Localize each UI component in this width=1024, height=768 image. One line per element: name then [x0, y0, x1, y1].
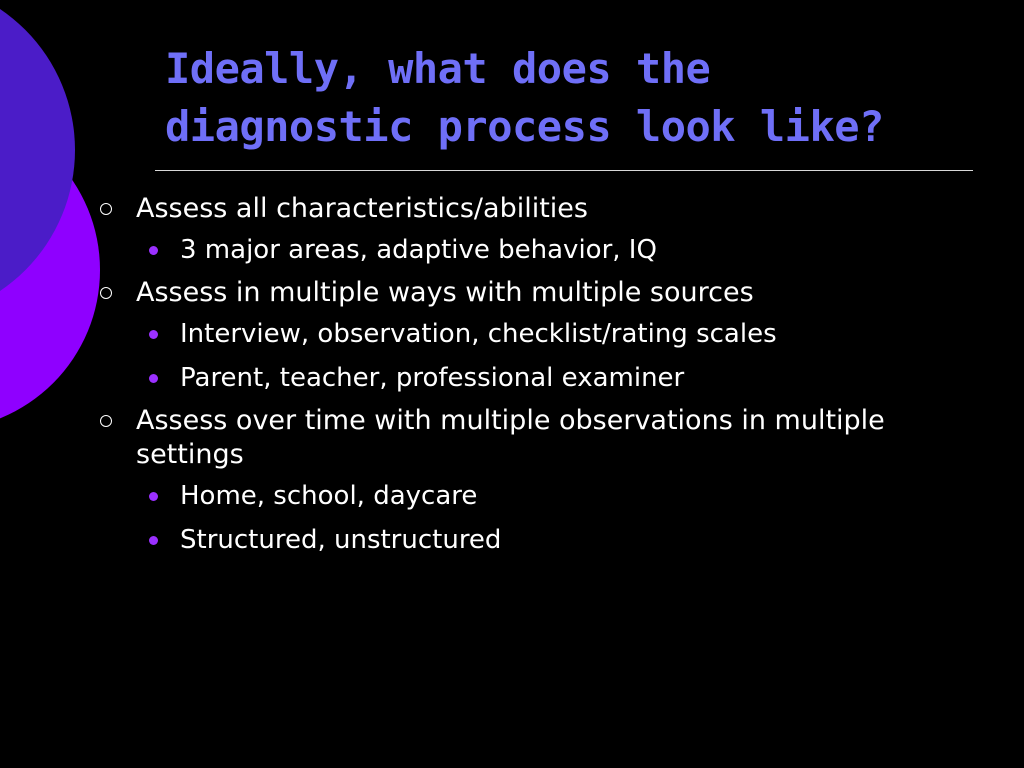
filled-dot-icon: [149, 246, 158, 255]
bullet-item-1: Assess all characteristics/abilities 3 m…: [98, 192, 998, 268]
sub-bullet-list: Home, school, daycare Structured, unstru…: [136, 478, 998, 558]
sub-bullet-text: Interview, observation, checklist/rating…: [180, 319, 777, 349]
filled-dot-icon: [149, 536, 158, 545]
sub-bullet-item: Structured, unstructured: [136, 522, 998, 558]
hollow-circle-icon: [100, 415, 112, 427]
sub-bullet-item: 3 major areas, adaptive behavior, IQ: [136, 232, 998, 268]
sub-bullet-text: 3 major areas, adaptive behavior, IQ: [180, 235, 657, 265]
bullet-list: Assess all characteristics/abilities 3 m…: [98, 192, 998, 566]
slide-title-line-2: diagnostic process look like?: [165, 102, 884, 151]
filled-dot-icon: [149, 492, 158, 501]
title-divider: [155, 170, 973, 171]
decorative-circle-dark: [0, 9, 75, 291]
slide-title: Ideally, what does the diagnostic proces…: [165, 40, 985, 156]
sub-bullet-text: Parent, teacher, professional examiner: [180, 363, 685, 393]
bullet-item-3: Assess over time with multiple observati…: [98, 404, 998, 558]
sub-bullet-item: Parent, teacher, professional examiner: [136, 360, 998, 396]
sub-bullet-list: 3 major areas, adaptive behavior, IQ: [136, 232, 998, 268]
sub-bullet-item: Home, school, daycare: [136, 478, 998, 514]
sub-bullet-item: Interview, observation, checklist/rating…: [136, 316, 998, 352]
bullet-text: Assess over time with multiple observati…: [136, 405, 885, 470]
bullet-item-2: Assess in multiple ways with multiple so…: [98, 276, 998, 396]
hollow-circle-icon: [100, 287, 112, 299]
filled-dot-icon: [149, 330, 158, 339]
filled-dot-icon: [149, 374, 158, 383]
bullet-text: Assess in multiple ways with multiple so…: [136, 277, 754, 308]
sub-bullet-text: Home, school, daycare: [180, 481, 478, 511]
sub-bullet-text: Structured, unstructured: [180, 525, 502, 555]
hollow-circle-icon: [100, 203, 112, 215]
sub-bullet-list: Interview, observation, checklist/rating…: [136, 316, 998, 396]
bullet-text: Assess all characteristics/abilities: [136, 193, 588, 224]
slide-title-line-1: Ideally, what does the: [165, 44, 711, 93]
decorative-circles: [0, 9, 100, 419]
